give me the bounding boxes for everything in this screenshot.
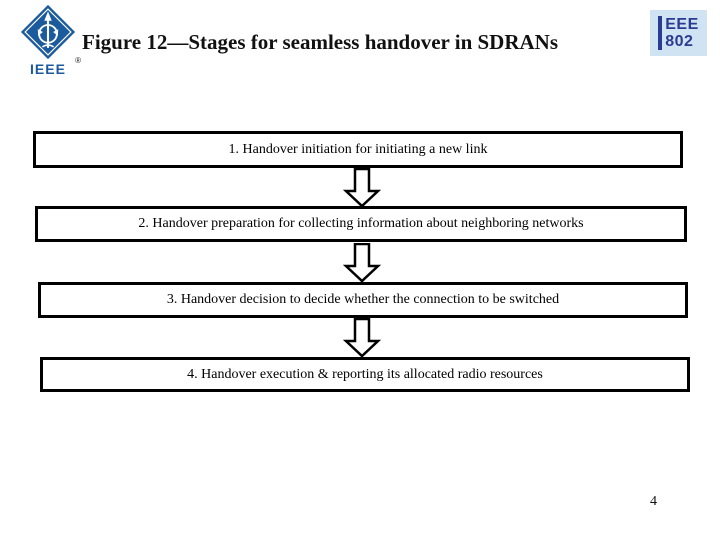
ieee-logo-label: IEEE [30, 61, 66, 77]
stage-box-2: 2. Handover preparation for collecting i… [35, 206, 687, 242]
badge-vertical-bar [658, 16, 663, 50]
ieee-802-badge: EEE 802 [650, 10, 707, 56]
badge-line-1: EEE [665, 16, 699, 33]
stage-label-3: 3. Handover decision to decide whether t… [166, 292, 560, 307]
stage-label-2: 2. Handover preparation for collecting i… [138, 216, 584, 231]
stage-label-4: 4. Handover execution & reporting its al… [187, 366, 543, 382]
registered-mark: ® [75, 56, 81, 65]
down-arrow-icon [342, 318, 382, 358]
ieee-diamond-icon [20, 4, 76, 60]
stage-box-3: 3. Handover decision to decide whether t… [38, 282, 688, 318]
down-arrow-icon [342, 168, 382, 208]
page-title: Figure 12—Stages for seamless handover i… [82, 30, 559, 54]
stage-box-4: 4. Handover execution & reporting its al… [40, 357, 690, 392]
stage-label-1: 1. Handover initiation for initiating a … [228, 141, 488, 157]
badge-line-2: 802 [665, 33, 694, 50]
stage-box-1: 1. Handover initiation for initiating a … [33, 131, 683, 168]
down-arrow-icon [342, 243, 382, 283]
ieee-logo: ® IEEE [17, 4, 81, 77]
page-number: 4 [650, 494, 657, 509]
